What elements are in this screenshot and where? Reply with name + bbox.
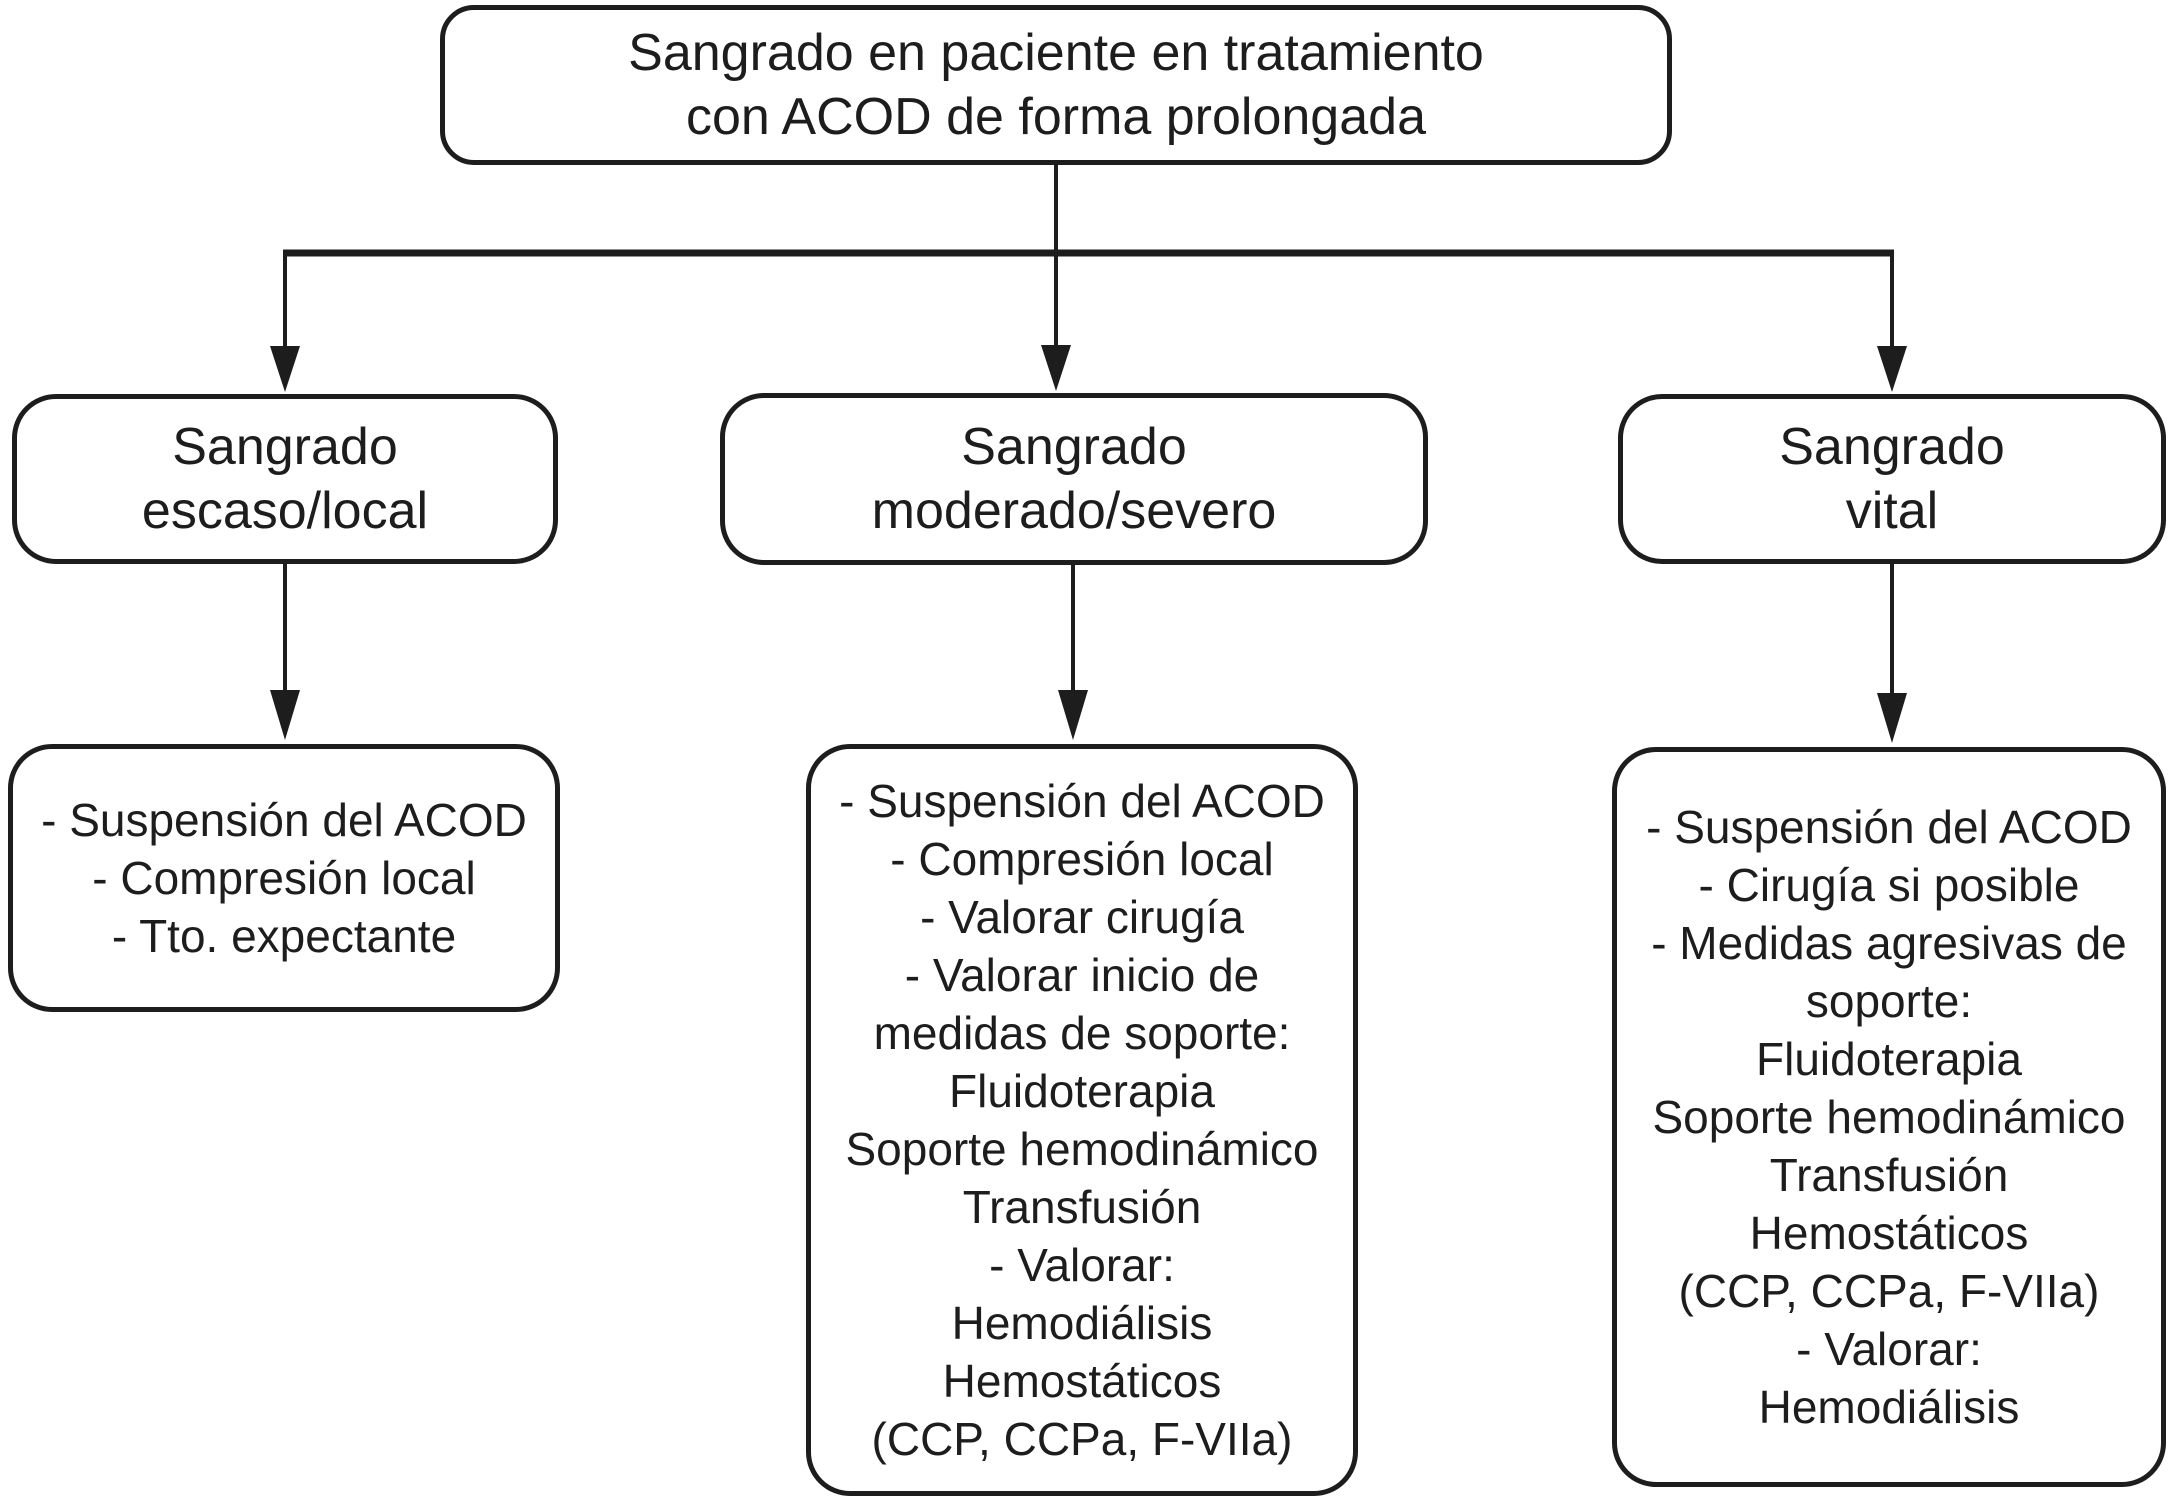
arrow-to-branch-moderado <box>1041 253 1071 391</box>
node-branch-sangrado-escaso: Sangrado escaso/local <box>12 394 558 564</box>
node-actions-escaso: - Suspensión del ACOD - Compresión local… <box>8 744 560 1012</box>
arrow-to-actions-vital <box>1877 564 1907 743</box>
node-actions-vital: - Suspensión del ACOD - Cirugía si posib… <box>1612 747 2166 1487</box>
node-actions-moderado: - Suspensión del ACOD - Compresión local… <box>806 744 1358 1496</box>
arrow-to-actions-escaso <box>270 564 300 740</box>
arrow-to-branch-vital <box>1877 250 1907 392</box>
arrow-to-branch-escaso <box>270 250 300 392</box>
node-branch-vital-label: Sangrado vital <box>1779 418 2005 540</box>
node-actions-vital-label: - Suspensión del ACOD - Cirugía si posib… <box>1646 801 2132 1433</box>
node-actions-escaso-label: - Suspensión del ACOD - Compresión local… <box>41 794 527 962</box>
node-branch-moderado-label: Sangrado moderado/severo <box>871 418 1277 540</box>
node-root-label: Sangrado en paciente en tratamiento con … <box>628 24 1484 146</box>
node-actions-moderado-label: - Suspensión del ACOD - Compresión local… <box>839 775 1325 1465</box>
node-root-sangrado-acod: Sangrado en paciente en tratamiento con … <box>440 5 1672 165</box>
node-branch-sangrado-moderado: Sangrado moderado/severo <box>720 393 1428 565</box>
node-branch-escaso-label: Sangrado escaso/local <box>141 418 429 540</box>
node-branch-sangrado-vital: Sangrado vital <box>1618 394 2166 564</box>
arrow-to-actions-moderado <box>1058 565 1088 740</box>
